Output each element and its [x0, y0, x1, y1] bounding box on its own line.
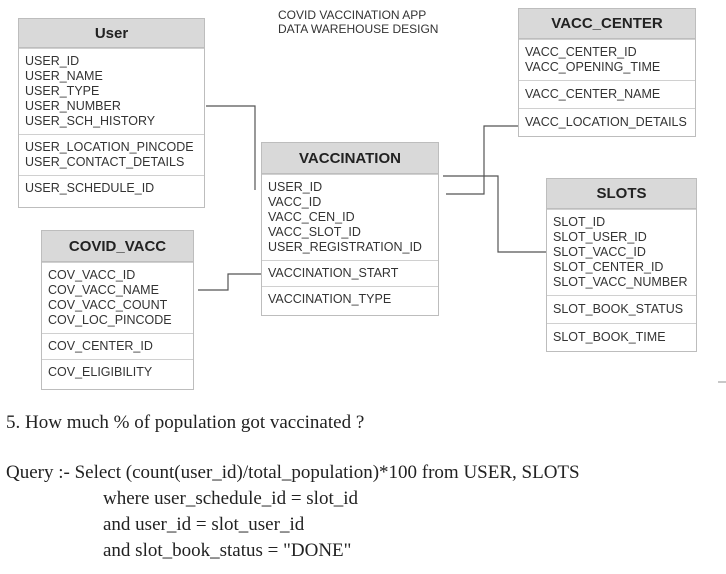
- field: USER_SCHEDULE_ID: [25, 181, 155, 195]
- entity-section: SLOT_ID SLOT_USER_ID SLOT_VACC_ID SLOT_C…: [547, 209, 696, 295]
- field: COV_VACC_NAME: [48, 283, 159, 297]
- question-text: 5. How much % of population got vaccinat…: [6, 412, 365, 433]
- field: USER_CONTACT_DETAILS: [25, 155, 185, 169]
- field: VACC_LOCATION_DETAILS: [525, 115, 687, 129]
- field: SLOT_ID: [553, 215, 606, 229]
- entity-section: VACC_LOCATION_DETAILS: [519, 108, 695, 136]
- field: USER_REGISTRATION_ID: [268, 240, 422, 254]
- entity-section: VACC_CENTER_NAME: [519, 80, 695, 108]
- query-block: 5. How much % of population got vaccinat…: [6, 410, 580, 564]
- diagram-title-line-2: DATA WAREHOUSE DESIGN: [278, 22, 439, 36]
- entity-vacc-center: VACC_CENTER VACC_CENTER_ID VACC_OPENING_…: [518, 8, 696, 137]
- field: USER_TYPE: [25, 84, 100, 98]
- field: VACC_SLOT_ID: [268, 225, 361, 239]
- field: COV_VACC_COUNT: [48, 298, 168, 312]
- connector-vaccination-vacccenter: [446, 125, 518, 195]
- entity-header: COVID_VACC: [42, 231, 193, 262]
- field: USER_NUMBER: [25, 99, 121, 113]
- field: SLOT_BOOK_TIME: [553, 330, 666, 344]
- field: COV_LOC_PINCODE: [48, 313, 172, 327]
- field: VACC_CENTER_NAME: [525, 87, 661, 101]
- field: COV_ELIGIBILITY: [48, 365, 153, 379]
- diagram-title: COVID VACCINATION APP DATA WAREHOUSE DES…: [278, 8, 438, 36]
- diagram-title-line-1: COVID VACCINATION APP: [278, 8, 427, 22]
- entity-covid-vacc: COVID_VACC COV_VACC_ID COV_VACC_NAME COV…: [41, 230, 194, 390]
- entity-section: USER_SCHEDULE_ID: [19, 175, 204, 201]
- field: VACC_OPENING_TIME: [525, 60, 661, 74]
- entity-section: SLOT_BOOK_STATUS: [547, 295, 696, 323]
- spacer: [6, 436, 580, 460]
- query-line-2: where user_schedule_id = slot_id: [103, 488, 359, 509]
- entity-section: USER_ID VACC_ID VACC_CEN_ID VACC_SLOT_ID…: [262, 174, 438, 260]
- field: USER_SCH_HISTORY: [25, 114, 156, 128]
- connector-user-vaccination: [206, 105, 256, 190]
- entity-section: VACCINATION_TYPE: [262, 286, 438, 312]
- entity-slots: SLOTS SLOT_ID SLOT_USER_ID SLOT_VACC_ID …: [546, 178, 697, 352]
- field: USER_NAME: [25, 69, 103, 83]
- field: SLOT_BOOK_STATUS: [553, 302, 684, 316]
- query-line-1: Query :- Select (count(user_id)/total_po…: [6, 462, 580, 483]
- field: USER_ID: [268, 180, 323, 194]
- field: VACCINATION_TYPE: [268, 292, 392, 306]
- field: SLOT_USER_ID: [553, 230, 647, 244]
- entity-section: VACC_CENTER_ID VACC_OPENING_TIME: [519, 39, 695, 80]
- query-line-4: and slot_book_status = "DONE": [103, 540, 352, 561]
- entity-vaccination: VACCINATION USER_ID VACC_ID VACC_CEN_ID …: [261, 142, 439, 316]
- field: SLOT_VACC_NUMBER: [553, 275, 688, 289]
- field: VACC_ID: [268, 195, 322, 209]
- entity-header: SLOTS: [547, 179, 696, 209]
- entity-header: User: [19, 19, 204, 48]
- connector-vaccination-slots: [443, 175, 547, 253]
- field: COV_VACC_ID: [48, 268, 136, 282]
- entity-header: VACC_CENTER: [519, 9, 695, 39]
- entity-section: COV_VACC_ID COV_VACC_NAME COV_VACC_COUNT…: [42, 262, 193, 333]
- field: VACCINATION_START: [268, 266, 399, 280]
- entity-section: COV_CENTER_ID: [42, 333, 193, 359]
- field: VACC_CENTER_ID: [525, 45, 637, 59]
- field: USER_ID: [25, 54, 80, 68]
- entity-header: VACCINATION: [262, 143, 438, 174]
- divider-stub: [718, 381, 726, 383]
- entity-section: USER_LOCATION_PINCODE USER_CONTACT_DETAI…: [19, 134, 204, 175]
- field: SLOT_VACC_ID: [553, 245, 646, 259]
- entity-section: COV_ELIGIBILITY: [42, 359, 193, 385]
- entity-section: SLOT_BOOK_TIME: [547, 323, 696, 351]
- connector-covidvacc-vaccination: [198, 273, 262, 291]
- field: VACC_CEN_ID: [268, 210, 355, 224]
- entity-user: User USER_ID USER_NAME USER_TYPE USER_NU…: [18, 18, 205, 208]
- field: SLOT_CENTER_ID: [553, 260, 664, 274]
- field: COV_CENTER_ID: [48, 339, 153, 353]
- query-line-3: and user_id = slot_user_id: [103, 514, 305, 535]
- entity-section: VACCINATION_START: [262, 260, 438, 286]
- entity-section: USER_ID USER_NAME USER_TYPE USER_NUMBER …: [19, 48, 204, 134]
- field: USER_LOCATION_PINCODE: [25, 140, 194, 154]
